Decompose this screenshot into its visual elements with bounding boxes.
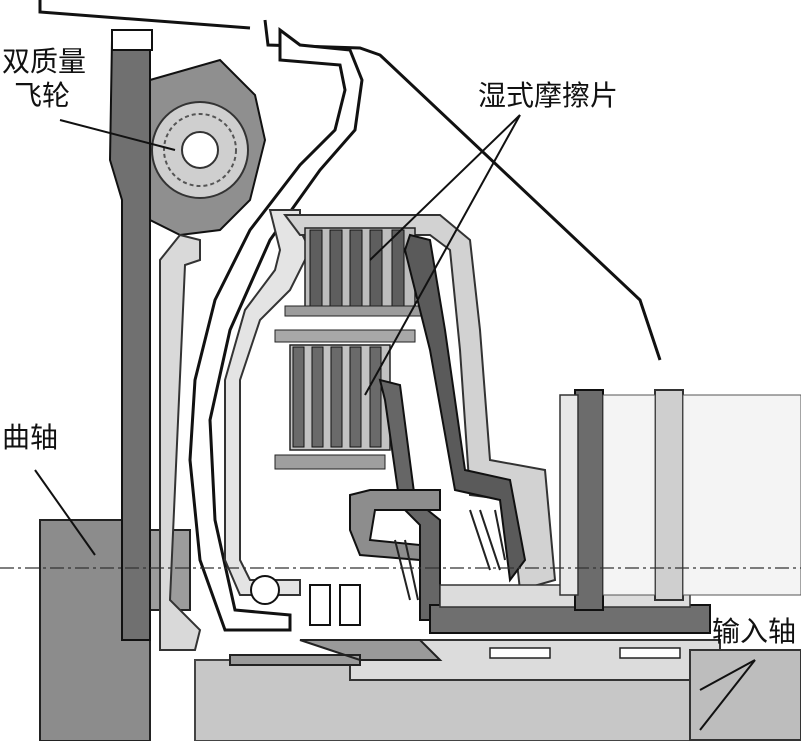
upper-friction-pack (284, 227, 426, 317)
flywheel-spring-ring-inner (163, 113, 237, 187)
flywheel-lower-arm (159, 233, 202, 651)
lower-friction-pack (274, 329, 416, 470)
label-dual-mass-flywheel-line1: 双质量 (2, 45, 87, 78)
label-dual-mass-flywheel-line2: 飞轮 (14, 79, 71, 112)
bottom-hub-flange (229, 639, 443, 666)
piston-carrier (349, 489, 441, 562)
label-wet-friction-plates: 湿式摩擦片 (478, 79, 619, 112)
bearings (250, 575, 361, 626)
housing-outline (38, 0, 662, 361)
leader-wet-friction-1 (369, 114, 521, 261)
label-crankshaft: 曲轴 (2, 421, 59, 454)
leader-flywheel (59, 119, 176, 151)
leader-wet-friction-2 (364, 114, 521, 396)
flywheel-cap (111, 29, 153, 51)
leader-crankshaft (34, 469, 96, 556)
gear-plates (559, 389, 801, 611)
leader-input-shaft-2 (699, 659, 756, 731)
clutch-housing (188, 27, 364, 632)
needle-bearings (489, 647, 681, 659)
hub-shaft (429, 604, 711, 634)
upper-piston (403, 233, 527, 583)
leader-input-shaft-1 (699, 659, 756, 691)
return-springs (394, 509, 506, 601)
input-shaft-tip (689, 649, 801, 741)
flywheel-plate (108, 39, 162, 641)
label-input-shaft: 输入轴 (712, 615, 797, 648)
flywheel-spring-center (181, 131, 219, 169)
